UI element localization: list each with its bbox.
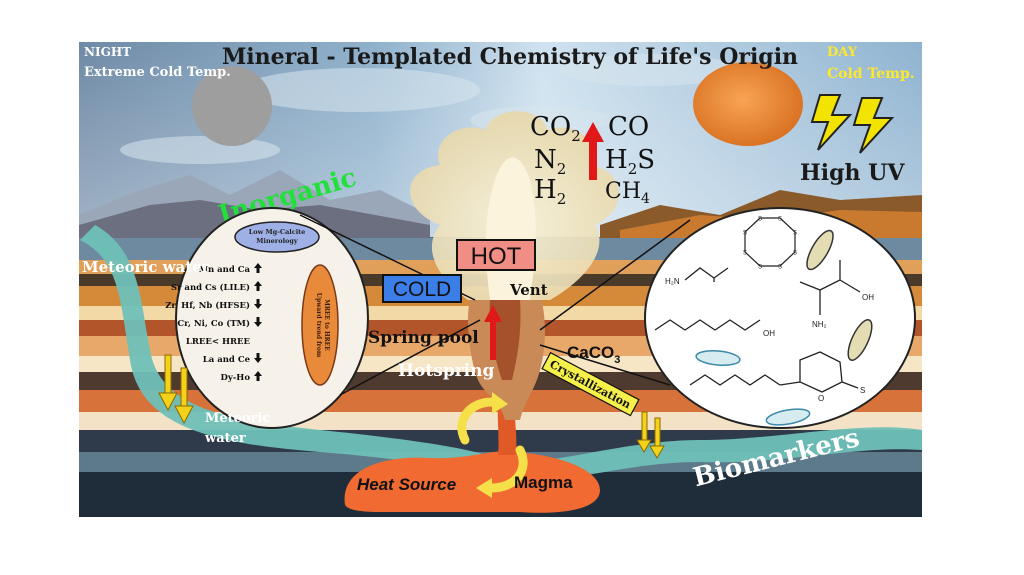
amide-molecule [684,267,729,282]
gas-h2: H2 [534,175,566,208]
sulfur-atom-label: S [758,217,762,223]
infiltration-arrows-icon [158,354,194,425]
lactone-s-label: S [860,386,865,395]
element-trend-item: Mn and Ca [199,265,251,275]
day-label: DAY [827,45,858,60]
element-trend-item: LREE< HREE [186,337,251,347]
lightning-icon [810,94,895,154]
cold-label: COLD [393,278,451,301]
crystallization-arrows-icon [636,411,665,459]
fatty-acid-chain [654,319,761,331]
gas-ch4: CH4 [605,179,650,207]
day-temp-label: Cold Temp. [827,66,915,82]
convection-arrows-icon [457,392,528,498]
vent-up-arrow-icon [484,305,502,360]
magma-chamber [344,451,600,513]
gas-list: CO2 N2 H2 CO H2S CH4 [530,112,655,208]
arrow-down-icon [254,299,262,309]
lactone-o-label: O [818,394,824,403]
magma-label: Magma [514,473,573,492]
sulfur-atom-label: S [758,265,762,271]
arrow-up-icon [254,263,262,273]
gas-co: CO [608,112,649,142]
sulfur-atom-label: S [793,231,797,237]
arrow-down-icon [254,317,262,327]
ree-trend-line1: Upward trend from [315,293,322,358]
amino-acid-oh-label: OH [862,293,874,302]
biomarker-callout-lines [539,219,691,386]
amino-acid-nh2-label: NH₂ [812,320,827,329]
gas-co2: CO2 [530,112,581,145]
fatty-acid-oh-label: OH [763,329,775,338]
meteoric-water-label-bottom-line: Meteoric water [204,411,275,446]
lactone-molecule [689,351,859,393]
amide-nh2-label: H₂N [665,277,680,286]
arrow-up-icon [254,371,262,381]
amino-acid-molecule [799,260,861,315]
ree-trend-line2: MREE to HREE [323,299,330,351]
cold-box [382,274,462,303]
hot-label: HOT [471,243,522,270]
mineralogy-header-line1: Low Mg-Calcite [249,228,306,236]
gas-rise-arrow-icon [582,122,604,180]
arrow-up-icon [254,281,262,291]
element-trend-item: Dy-Ho [220,373,250,383]
diatom-cells [695,229,873,426]
ree-trend-oval [301,264,339,386]
night-temp-label: Extreme Cold Temp. [84,65,231,80]
heat-source-label: Heat Source [357,475,456,494]
sulfur-atom-label: S [793,251,797,257]
spring-pool-label: Spring pool [368,328,479,348]
sulfur-atom-label: S [778,265,782,271]
high-uv-label: High UV [800,160,905,186]
page-title: Mineral - Templated Chemistry of Life's … [222,44,798,70]
element-trend-item: Zr, Hf, Nb (HFSE) [165,300,250,311]
mineralogy-header [234,221,320,253]
arrow-down-icon [254,353,262,363]
hot-box [456,239,536,271]
sulfur-atom-label: S [778,217,782,223]
sulfur-ring-atoms: S S S S S S S S [743,217,797,271]
sulfur-ring-molecule [744,217,796,267]
element-trend-item: La and Ce [203,355,251,365]
gas-h2s: H2S [605,145,655,178]
inorganic-panel: Low Mg-Calcite Minerology Upward trend f… [165,207,369,429]
mineralogy-header-line2: Minerology [256,237,298,245]
night-label: NIGHT [84,45,131,59]
element-trend-item: Sr and Cs (LILE) [171,282,250,293]
element-trend-list: Mn and Ca Sr and Cs (LILE) Zr, Hf, Nb (HFS… [165,263,262,383]
element-trend-item: Cr, Ni, Co (TM) [177,318,250,329]
moon-icon [192,66,272,146]
biomarkers-panel: S S S S S S S S H₂N OH NH₂ OH O S [644,207,916,429]
vent-label: Vent [509,281,548,299]
sulfur-atom-label: S [743,231,747,237]
sun-icon [693,62,803,146]
meteoric-water-label-top: Meteoric water [82,258,211,276]
hotspring-label: Hotspring [398,361,494,381]
gas-n2: N2 [534,145,566,178]
sulfur-atom-label: S [743,251,747,257]
